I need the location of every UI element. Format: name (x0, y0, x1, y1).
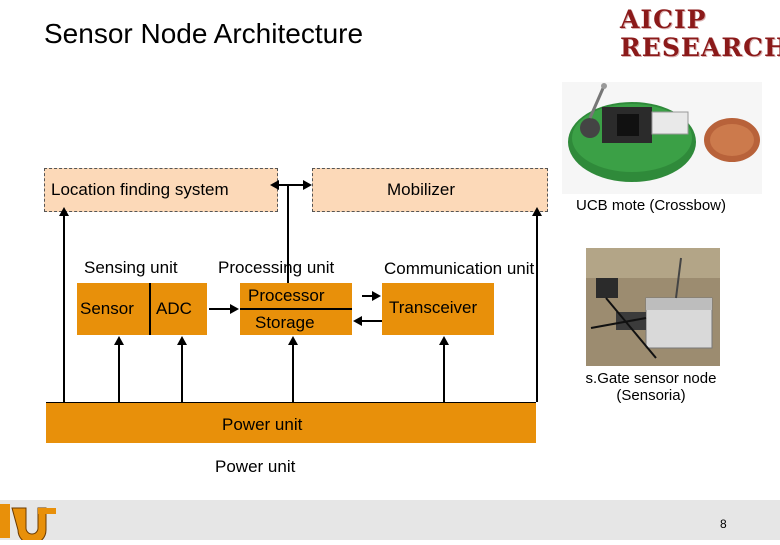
processing-unit-box: Processor Storage (240, 283, 352, 335)
power-unit-caption: Power unit (215, 457, 296, 476)
processing-to-location-line (287, 184, 289, 283)
power-to-processing-arrow (288, 336, 298, 345)
power-to-transceiver-line (443, 344, 445, 402)
transceiver-to-processing-line (362, 320, 382, 322)
slide-title: Sensor Node Architecture (44, 18, 364, 49)
ucb-mote-caption: UCB mote (Crossbow) (575, 197, 727, 214)
power-to-processing-line (292, 344, 294, 402)
page-number: 8 (720, 517, 727, 531)
sensor-label: Sensor (80, 299, 134, 318)
processing-to-transceiver-line (362, 295, 374, 297)
ucb-mote-photo (562, 82, 762, 194)
adc-label: ADC (156, 299, 192, 318)
power-to-adc-line (181, 344, 183, 402)
power-to-adc-arrow (177, 336, 187, 345)
transceiver-to-processing-arrow (353, 316, 362, 326)
processing-to-mobilizer-horizontal (287, 184, 307, 186)
left-outer-line (63, 212, 65, 402)
processing-to-location-horizontal (276, 184, 289, 186)
mobilizer-box: Mobilizer (312, 168, 548, 212)
sgate-node-caption: s.Gate sensor node (Sensoria) (585, 370, 717, 404)
power-to-sensor-line (118, 344, 120, 402)
logo-line1: AICIP (620, 5, 707, 34)
processing-to-mobilizer-arrow (303, 180, 312, 190)
power-to-transceiver-arrow (439, 336, 449, 345)
mobilizer-label: Mobilizer (387, 180, 456, 199)
processing-unit-label: Processing unit (218, 258, 335, 277)
processing-to-transceiver-arrow (372, 291, 381, 301)
transceiver-label: Transceiver (389, 298, 478, 317)
sensing-to-processing-line (209, 308, 231, 310)
sensing-unit-box: Sensor ADC (77, 283, 207, 335)
sensing-to-processing-arrow (230, 304, 239, 314)
right-outer-arrow-up (532, 207, 542, 216)
transceiver-box: Transceiver (382, 283, 494, 335)
processing-to-location-arrow (270, 180, 279, 190)
processing-divider (240, 308, 352, 310)
location-finding-box: Location finding system (44, 168, 278, 212)
power-unit-box-label: Power unit (222, 415, 303, 434)
storage-label: Storage (255, 313, 315, 332)
ut-logo (0, 500, 60, 545)
footer-bar (0, 500, 780, 540)
power-unit-box: Power unit (46, 402, 536, 443)
logo-line2: RESEARCH (620, 33, 780, 62)
location-finding-label: Location finding system (51, 180, 229, 199)
sensing-divider (149, 283, 151, 335)
right-outer-line (536, 212, 538, 402)
sensing-unit-label: Sensing unit (84, 258, 178, 277)
sgate-node-photo (586, 248, 720, 366)
communication-unit-label: Communication unit (384, 259, 535, 278)
power-to-sensor-arrow (114, 336, 124, 345)
processor-label: Processor (248, 286, 325, 305)
aicip-research-logo: AICIP RESEARCH (620, 5, 780, 62)
left-outer-arrow-up (59, 207, 69, 216)
